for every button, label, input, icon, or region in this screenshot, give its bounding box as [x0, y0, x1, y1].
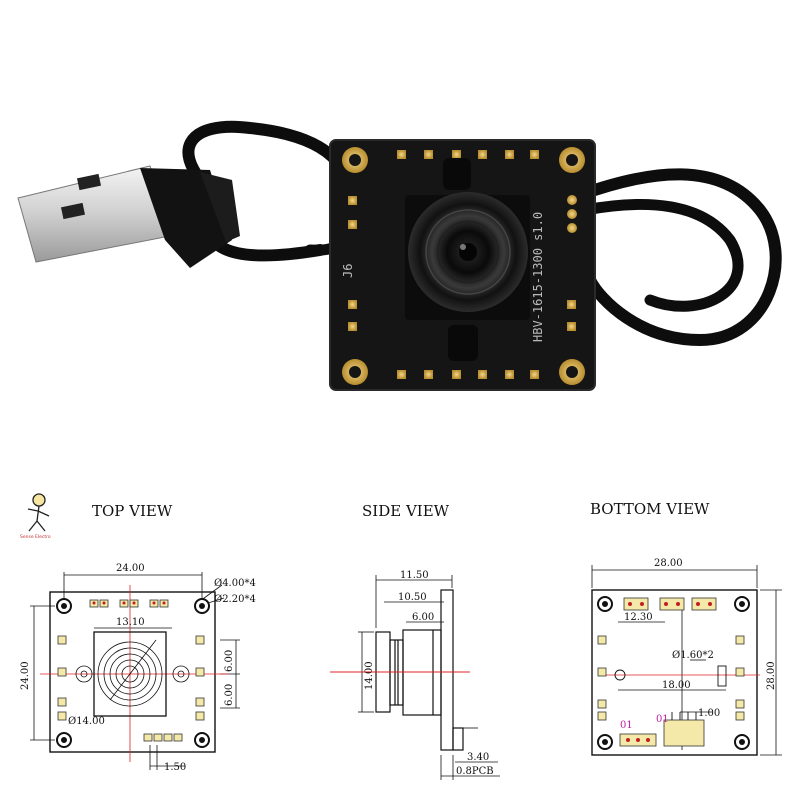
side-view-drawing: 11.50 10.50 6.00 14.00 3.40 0.8PCB: [330, 570, 500, 780]
top-view-drawing: 24.00 24.00 Ø4.00*4 Ø2.20*4 13.10 6.00 6…: [20, 563, 256, 773]
bottom-width-dim: 28.00: [654, 558, 683, 569]
bottom-pin1-label-a: 01: [620, 720, 633, 731]
side-holder-dim: 6.00: [412, 612, 434, 623]
bottom-hole-dia-dim: Ø1.60*2: [672, 650, 714, 661]
side-height-dim: 14.00: [364, 661, 375, 690]
product-photo: HBV-1615-1300 s1.0 J6: [17, 120, 782, 391]
side-total-dim: 11.50: [400, 570, 429, 581]
top-height-dim: 24.00: [20, 661, 31, 690]
bottom-center-spacing-dim: 18.00: [662, 680, 691, 691]
top-pitch-upper-dim: 6.00: [224, 650, 235, 672]
solder-pads: [348, 150, 577, 379]
top-pitch-lower-dim: 6.00: [224, 684, 235, 706]
pcb-silkscreen: HBV-1615-1300 s1.0: [531, 212, 545, 342]
bottom-view-drawing: 28.00 28.00 12.30 Ø1.60*2 18.00 1.00 01 …: [591, 558, 782, 756]
camera-pcb: HBV-1615-1300 s1.0 J6: [329, 139, 596, 391]
top-width-dim: 24.00: [116, 563, 145, 574]
bottom-pin1-label-b: 01: [656, 714, 669, 725]
dimension-drawings: Sense Electro TOP VIEW SIDE VIEW BOTTOM …: [20, 493, 782, 780]
logo-caption: Sense Electro: [20, 534, 51, 540]
brand-logo: [27, 493, 50, 532]
top-hole-large-dim: Ø4.00*4: [214, 578, 256, 589]
side-base-dim: 3.40: [467, 752, 489, 763]
svg-text:J6: J6: [341, 264, 355, 278]
top-holder-dim: 13.10: [116, 617, 145, 628]
side-view-title: SIDE VIEW: [362, 502, 450, 520]
top-lens-dia-dim: Ø14.00: [68, 716, 105, 727]
bottom-connector-pitch-dim: 1.00: [698, 708, 720, 719]
side-pcb-dim: 0.8PCB: [456, 766, 494, 777]
bottom-hole-spacing-dim: 12.30: [624, 612, 653, 623]
usb-plug: [17, 165, 240, 268]
side-lens-dim: 10.50: [398, 592, 427, 603]
top-pin-pitch-dim: 1.50: [164, 762, 186, 773]
top-view-title: TOP VIEW: [92, 502, 173, 520]
bottom-view-title: BOTTOM VIEW: [590, 500, 710, 518]
bottom-height-dim: 28.00: [766, 661, 777, 690]
top-hole-small-dim: Ø2.20*4: [214, 594, 256, 605]
